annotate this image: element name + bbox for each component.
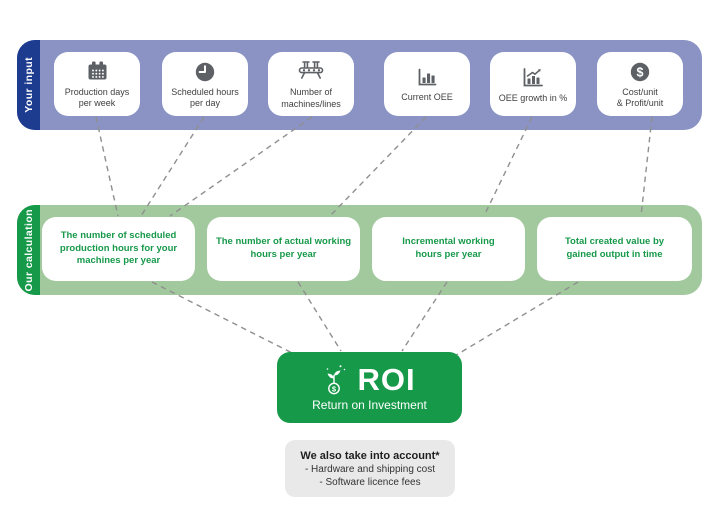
connector-line — [169, 116, 313, 217]
input-card-label: Current OEE — [401, 92, 453, 103]
input-card-label: OEE growth in % — [498, 92, 568, 103]
calc-card-label: Total created value by gained output in … — [564, 236, 665, 260]
calc-card-incremental-working-hours: Incremental working hours per year — [372, 217, 525, 281]
note-box: We also take into account* - Hardware an… — [285, 440, 455, 497]
roi-subtitle: Return on Investment — [312, 398, 427, 412]
input-band-label: Your input — [22, 57, 35, 113]
input-card-label: Cost/unit & Profit/unit — [616, 86, 664, 108]
input-card-label: Production days per week — [64, 86, 130, 108]
connector-line — [140, 116, 205, 217]
calculation-band-tab: Our calculation — [17, 205, 40, 295]
note-item: - Software licence fees — [319, 476, 421, 488]
calc-card-scheduled-production-hours: The number of scheduled production hours… — [42, 217, 195, 281]
dollar-coin-icon: $ — [628, 60, 652, 84]
production-line-icon — [296, 59, 326, 84]
note-item: - Hardware and shipping cost — [304, 463, 436, 475]
calc-card-label: The number of scheduled production hours… — [59, 229, 178, 267]
calc-card-actual-working-hours: The number of actual working hours per y… — [207, 217, 360, 281]
bar-chart-icon — [414, 65, 440, 89]
money-plant-icon: $ — [323, 363, 350, 396]
input-card-current-oee: Current OEE — [384, 52, 470, 116]
calculation-band-label: Our calculation — [22, 208, 35, 292]
svg-text:$: $ — [637, 65, 644, 79]
roi-box: $ ROI Return on Investment — [277, 352, 462, 423]
calc-card-label: Incremental working hours per year — [402, 236, 495, 260]
input-card-oee-growth: OEE growth in % — [490, 52, 576, 116]
input-card-scheduled-hours: Scheduled hours per day — [162, 52, 248, 116]
calendar-icon — [85, 60, 110, 84]
clock-icon — [193, 60, 217, 84]
note-title: We also take into account* — [300, 449, 440, 462]
calc-card-label: The number of actual working hours per y… — [215, 236, 352, 260]
input-card-label: Number of machines/lines — [281, 87, 341, 109]
connector-line — [329, 116, 427, 217]
calc-card-total-created-value: Total created value by gained output in … — [537, 217, 692, 281]
input-card-machines: Number of machines/lines — [268, 52, 354, 116]
input-card-cost-profit: $ Cost/unit & Profit/unit — [597, 52, 683, 116]
connector-line — [483, 116, 533, 217]
connector-line — [95, 116, 119, 217]
roi-title: ROI — [357, 362, 416, 397]
svg-text:$: $ — [332, 385, 337, 394]
input-card-label: Scheduled hours per day — [171, 86, 239, 108]
input-band-tab: Your input — [17, 40, 40, 130]
connector-line — [640, 116, 653, 217]
input-card-production-days: Production days per week — [54, 52, 140, 116]
growth-chart-icon — [519, 65, 547, 90]
